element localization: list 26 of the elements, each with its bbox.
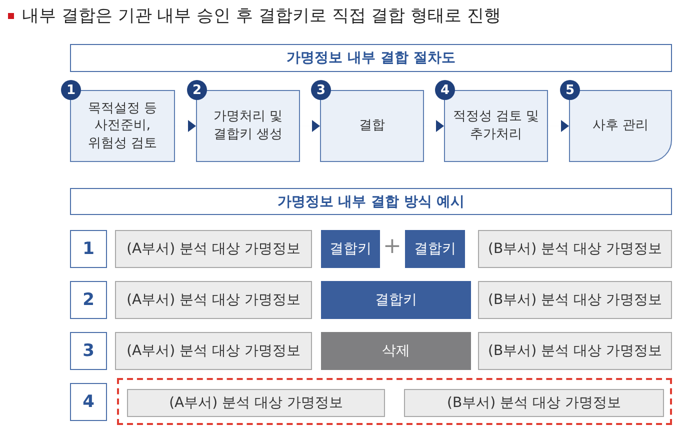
step-number-badge: 1 [61, 80, 81, 100]
row-number: 4 [70, 383, 107, 421]
data-box: (B부서) 분석 대상 가명정보 [478, 332, 672, 370]
data-box: (A부서) 분석 대상 가명정보 [115, 281, 312, 319]
row-number: 1 [70, 230, 107, 268]
step-number-badge: 4 [435, 80, 455, 100]
key-box: 결합키 [321, 230, 380, 268]
data-box: (A부서) 분석 대상 가명정보 [115, 332, 312, 370]
data-box: (A부서) 분석 대상 가명정보 [127, 389, 385, 417]
step-number-badge: 5 [560, 80, 580, 100]
data-box: (B부서) 분석 대상 가명정보 [404, 389, 664, 417]
data-box: (B부서) 분석 대상 가명정보 [478, 281, 672, 319]
row-number: 2 [70, 281, 107, 319]
title: 내부 결합은 기관 내부 승인 후 결합키로 직접 결합 형태로 진행 [22, 5, 502, 27]
key-box: 결합키 [321, 281, 471, 319]
key-box: 결합키 [405, 230, 465, 268]
data-box: (B부서) 분석 대상 가명정보 [478, 230, 672, 268]
section-header: 가명정보 내부 결합 방식 예시 [70, 188, 672, 215]
delete-box: 삭제 [321, 332, 471, 370]
dashed-frame [117, 378, 672, 425]
step-number-badge: 2 [187, 80, 207, 100]
section-header: 가명정보 내부 결합 절차도 [70, 44, 672, 72]
row-number: 3 [70, 332, 107, 370]
step-number-badge: 3 [311, 80, 331, 100]
plus-sign: + [383, 234, 402, 260]
data-box: (A부서) 분석 대상 가명정보 [115, 230, 312, 268]
